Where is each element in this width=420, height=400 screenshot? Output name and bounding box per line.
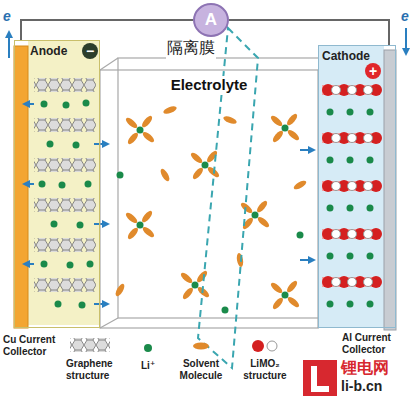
node-text: Anode bbox=[30, 44, 67, 58]
legend-label: Li⁺ bbox=[141, 360, 155, 372]
legend-label: Al Current Collector bbox=[342, 332, 418, 356]
circuit-wire bbox=[229, 20, 389, 45]
legend-label: Solvent Molecule bbox=[170, 358, 232, 382]
electron-label: e bbox=[3, 8, 11, 24]
anode-panel: Anode bbox=[14, 40, 100, 328]
cathode-panel: Cathode bbox=[318, 45, 396, 328]
polarity-sign: − bbox=[82, 43, 98, 59]
electron-label: e bbox=[401, 8, 409, 24]
separator-label: 隔离膜 bbox=[166, 38, 216, 59]
legend-label: Cu Current Collector bbox=[3, 334, 67, 358]
watermark: 锂电网 bbox=[341, 358, 389, 379]
polarity-sign: + bbox=[365, 63, 381, 79]
watermark: li-b.cn bbox=[341, 378, 382, 394]
ammeter-circle: A bbox=[193, 3, 229, 37]
circuit-wire bbox=[21, 20, 193, 40]
legend-label: Graphene structure bbox=[66, 358, 128, 382]
legend-label: LiMO₂ structure bbox=[234, 358, 296, 382]
electrolyte-box: Electrolyte bbox=[100, 70, 318, 328]
node-text: Electrolyte bbox=[168, 76, 251, 93]
node-text: Cathode bbox=[322, 49, 370, 63]
node-text: A bbox=[195, 5, 227, 35]
